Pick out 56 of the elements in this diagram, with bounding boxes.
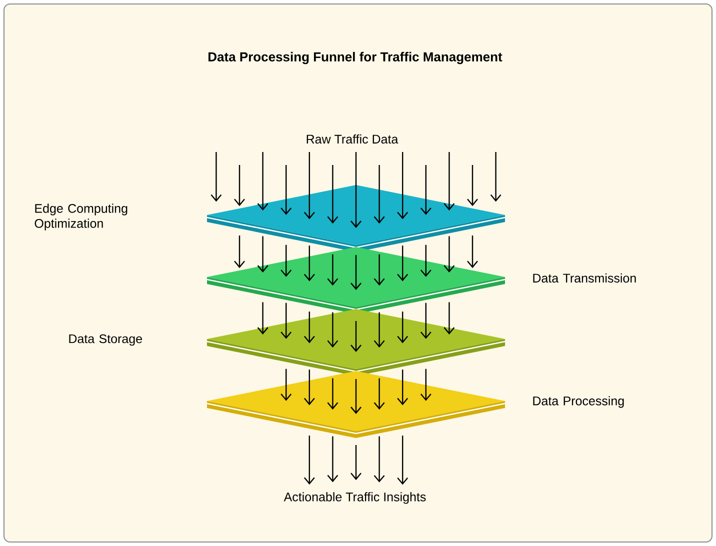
flow-arrow (257, 152, 268, 210)
flow-arrow (257, 236, 268, 272)
flow-arrow (304, 436, 315, 485)
flow-arrow (327, 165, 338, 224)
title: Data Processing Funnel for Traffic Management (208, 52, 502, 64)
flow-arrow (397, 370, 408, 406)
layer-plate (206, 309, 506, 376)
flow-arrow (467, 165, 478, 206)
flow-arrow (397, 152, 408, 220)
flow-arrow (234, 236, 245, 268)
flow-arrow (444, 302, 455, 334)
layer-plate (206, 247, 506, 314)
flow-arrow (327, 378, 338, 410)
layer-label: Data Transmission (533, 273, 636, 283)
flow-arrow (304, 246, 315, 282)
flow-arrow (420, 244, 432, 277)
flow-arrow (397, 436, 408, 485)
flow-arrow (280, 244, 292, 277)
flow-arrow (350, 255, 362, 290)
flow-label: Actionable Traffic Insights (284, 492, 426, 504)
flow-arrow (397, 246, 408, 282)
flow-arrow (234, 165, 245, 206)
flow-arrow (280, 165, 292, 215)
flow-arrow (467, 236, 478, 268)
flow-arrow (350, 321, 362, 352)
flow-arrow (420, 165, 432, 215)
flow-arrow (444, 152, 455, 210)
layer-label: Edge Computing Optimization (34, 204, 128, 230)
flow-arrow (374, 312, 385, 348)
flow-label: Raw Traffic Data (306, 134, 398, 144)
flow-arrow (327, 436, 338, 482)
flow-arrow (374, 436, 385, 482)
flow-arrow (304, 152, 315, 220)
layer-plate (206, 371, 506, 438)
flow-arrow (304, 370, 315, 406)
flow-arrow (374, 254, 385, 286)
flow-arrow (210, 152, 222, 202)
layer-plate (206, 185, 506, 252)
flow-arrow (350, 445, 362, 480)
flow-arrow (257, 302, 268, 334)
flow-arrow (304, 312, 315, 344)
layer-label: Data Processing (533, 396, 624, 408)
flow-arrow (280, 302, 292, 339)
flow-arrow (374, 378, 385, 410)
flow-arrow (420, 302, 432, 339)
flow-arrow (350, 152, 362, 228)
flow-arrow (420, 368, 432, 401)
flow-arrow (444, 236, 455, 272)
flow-arrow (490, 152, 502, 202)
flow-arrow (374, 165, 385, 224)
flow-arrow (350, 379, 362, 414)
flow-arrow (327, 312, 338, 348)
flow-arrow (280, 368, 292, 401)
flow-arrow (397, 312, 408, 344)
flow-arrow (327, 254, 338, 286)
layer-label: Data Storage (69, 334, 142, 346)
